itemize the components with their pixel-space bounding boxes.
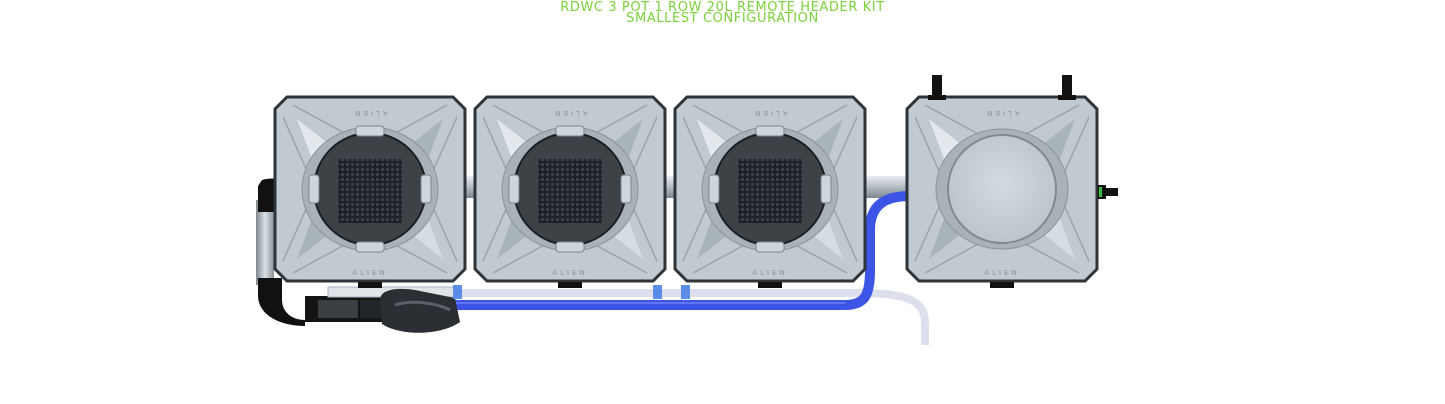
diagram-subtitle: SMALLEST CONFIGURATION	[626, 11, 819, 26]
net-pot	[538, 159, 602, 223]
brand-label-top: ALIEN	[984, 109, 1019, 117]
inlet-fitting	[1062, 75, 1072, 99]
tank-lid	[947, 134, 1057, 244]
grow-pot-1: ALIEN ALIEN	[273, 95, 467, 288]
blue-hose	[455, 191, 911, 310]
return-pipe	[256, 200, 274, 285]
brand-label-bottom: ALIEN	[752, 269, 787, 277]
grow-pot-2: ALIEN ALIEN	[473, 95, 667, 288]
diagram-title: RDWC 3 POT 1 ROW 20L REMOTE HEADER KIT	[560, 0, 885, 15]
net-pot	[338, 159, 402, 223]
net-pot	[738, 159, 802, 223]
grow-pot-3: ALIEN ALIEN	[673, 95, 867, 288]
brand-label-bottom: ALIEN	[984, 269, 1019, 277]
header-tank: ALIEN ALIEN	[905, 75, 1118, 288]
brand-label-top: ALIEN	[552, 109, 587, 117]
inlet-fitting	[932, 75, 942, 99]
elbow-fitting	[258, 278, 305, 326]
brand-label-top: ALIEN	[352, 109, 387, 117]
pump	[380, 288, 460, 333]
brand-label-bottom: ALIEN	[352, 269, 387, 277]
brand-label-bottom: ALIEN	[552, 269, 587, 277]
brand-label-top: ALIEN	[752, 109, 787, 117]
